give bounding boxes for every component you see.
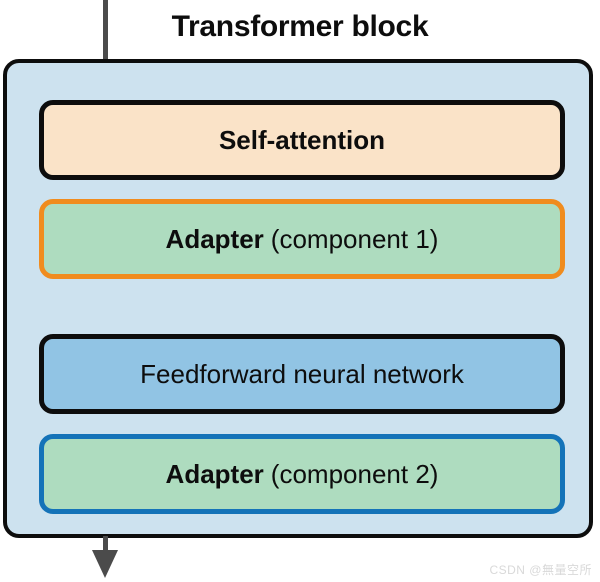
block-adapter-component-2[interactable]: Adapter (component 2): [39, 434, 565, 514]
block-adapter-component-1[interactable]: Adapter (component 1): [39, 199, 565, 279]
adapter2-label-bold: Adapter: [165, 458, 264, 489]
block-feedforward-neural-network[interactable]: Feedforward neural network: [39, 334, 565, 414]
adapter1-label-bold: Adapter: [165, 223, 264, 254]
adapter1-label-component: (component 1): [270, 223, 439, 254]
feedforward-label: Feedforward neural network: [140, 358, 464, 389]
input-arrow-icon: [103, 0, 108, 62]
adapter2-label-component: (component 2): [270, 458, 439, 489]
self-attention-label: Self-attention: [218, 124, 386, 155]
output-arrow-head-icon: [92, 550, 118, 578]
block-self-attention[interactable]: Self-attention: [39, 100, 565, 180]
page-title: Transformer block: [171, 10, 429, 43]
transformer-block-container: Self-attention Adapter (component 1) Fee…: [3, 59, 593, 538]
watermark: CSDN @無量空所: [489, 563, 592, 577]
output-arrow-stem-icon: [103, 536, 108, 554]
